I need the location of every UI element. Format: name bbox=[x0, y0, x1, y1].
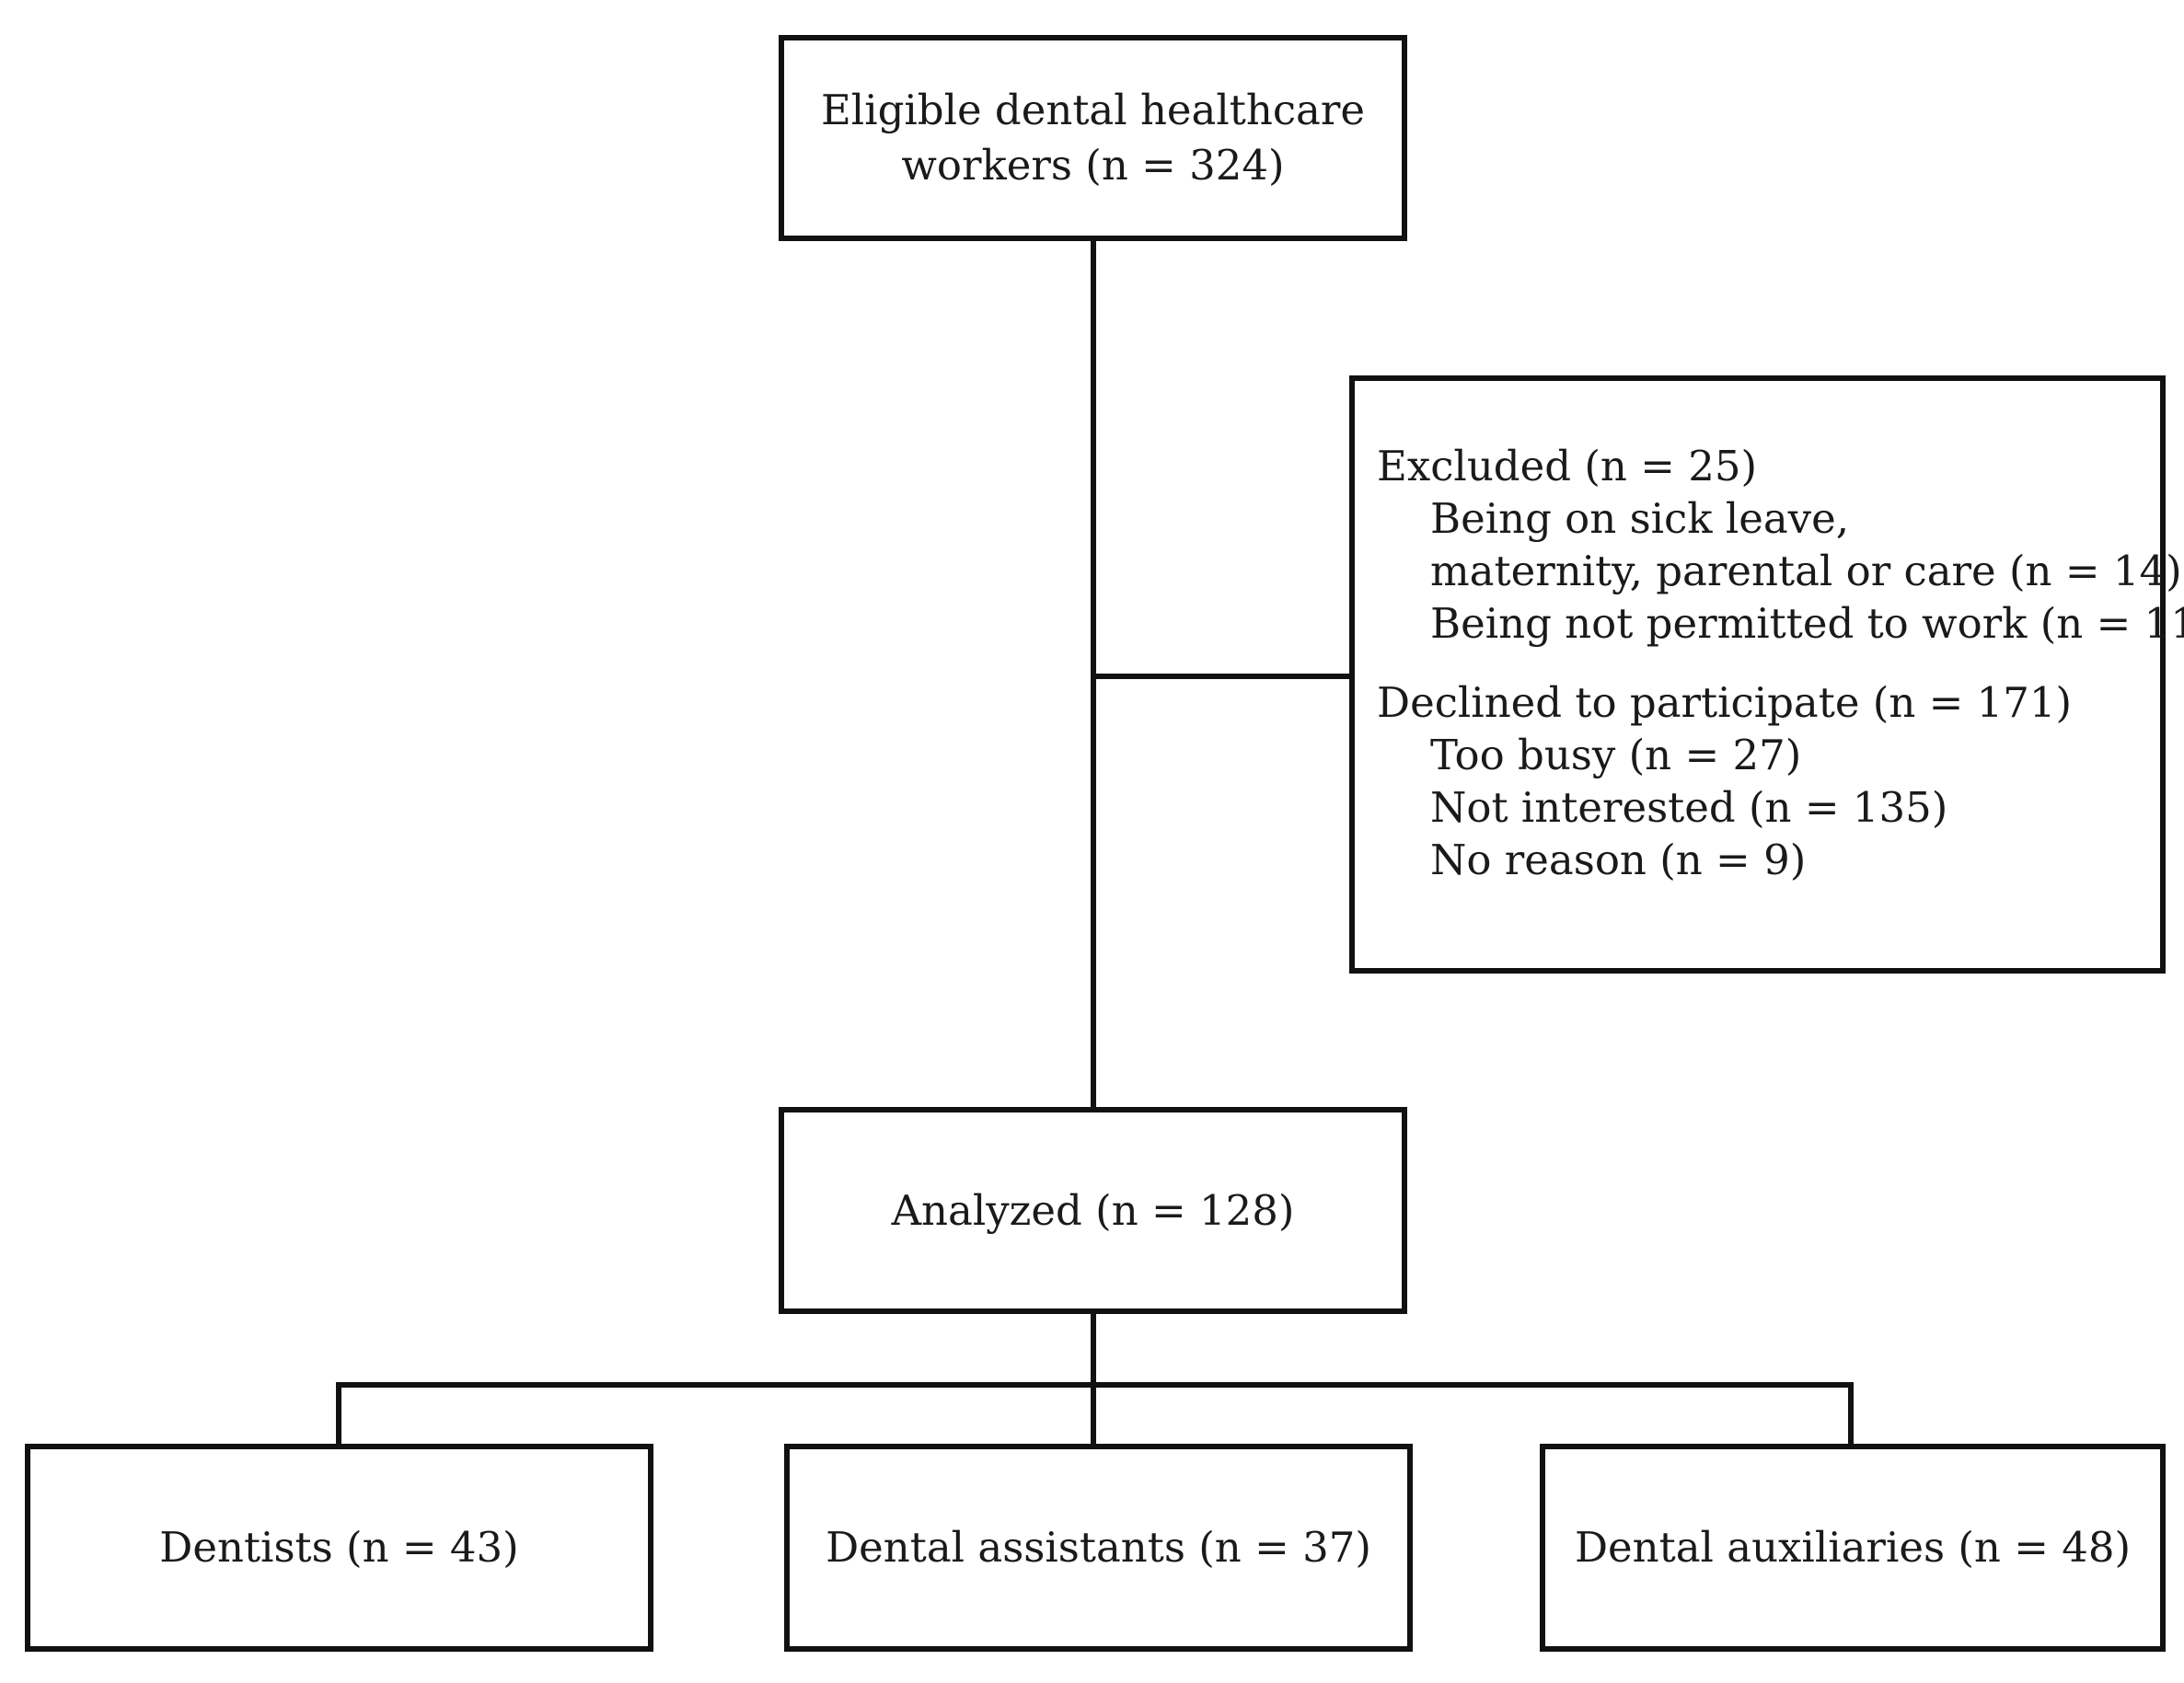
eligible-line-2: workers (n = 324) bbox=[901, 141, 1285, 190]
declined-heading: Declined to participate (n = 171) bbox=[1377, 678, 2073, 727]
section-spacer bbox=[1377, 650, 2184, 676]
excluded-box: Excluded (n = 25) Being on sick leave, m… bbox=[1349, 375, 2184, 974]
excluded-item: maternity, parental or care (n = 14) bbox=[1430, 547, 2182, 595]
connector-to-dentists bbox=[336, 1382, 341, 1444]
connector-horizontal-split bbox=[336, 1382, 1854, 1388]
dental-assistants-label: Dental assistants (n = 37) bbox=[826, 1523, 1371, 1572]
declined-item: Not interested (n = 135) bbox=[1430, 783, 1948, 832]
analyzed-label: Analyzed (n = 128) bbox=[891, 1185, 1295, 1235]
dentists-label: Dentists (n = 43) bbox=[159, 1523, 519, 1572]
connector-to-excluded bbox=[1091, 674, 1352, 679]
connector-analyzed-down bbox=[1091, 1314, 1096, 1444]
dental-assistants-box: Dental assistants (n = 37) bbox=[784, 1444, 1413, 1652]
eligible-line-1: Eligible dental healthcare bbox=[820, 86, 1366, 134]
dental-auxiliaries-label: Dental auxiliaries (n = 48) bbox=[1574, 1523, 2132, 1572]
eligible-workers-box: Eligible dental healthcare workers (n = … bbox=[779, 35, 1407, 241]
excluded-heading: Excluded (n = 25) bbox=[1377, 442, 1758, 490]
analyzed-box: Analyzed (n = 128) bbox=[779, 1107, 1407, 1314]
dentists-box: Dentists (n = 43) bbox=[25, 1444, 653, 1652]
declined-item: No reason (n = 9) bbox=[1430, 836, 1807, 884]
dental-auxiliaries-box: Dental auxiliaries (n = 48) bbox=[1540, 1444, 2166, 1652]
connector-to-auxiliaries bbox=[1848, 1382, 1854, 1444]
excluded-item: Being not permitted to work (n = 11) bbox=[1430, 599, 2184, 648]
excluded-item: Being on sick leave, bbox=[1430, 494, 1850, 543]
declined-item: Too busy (n = 27) bbox=[1430, 731, 1802, 779]
